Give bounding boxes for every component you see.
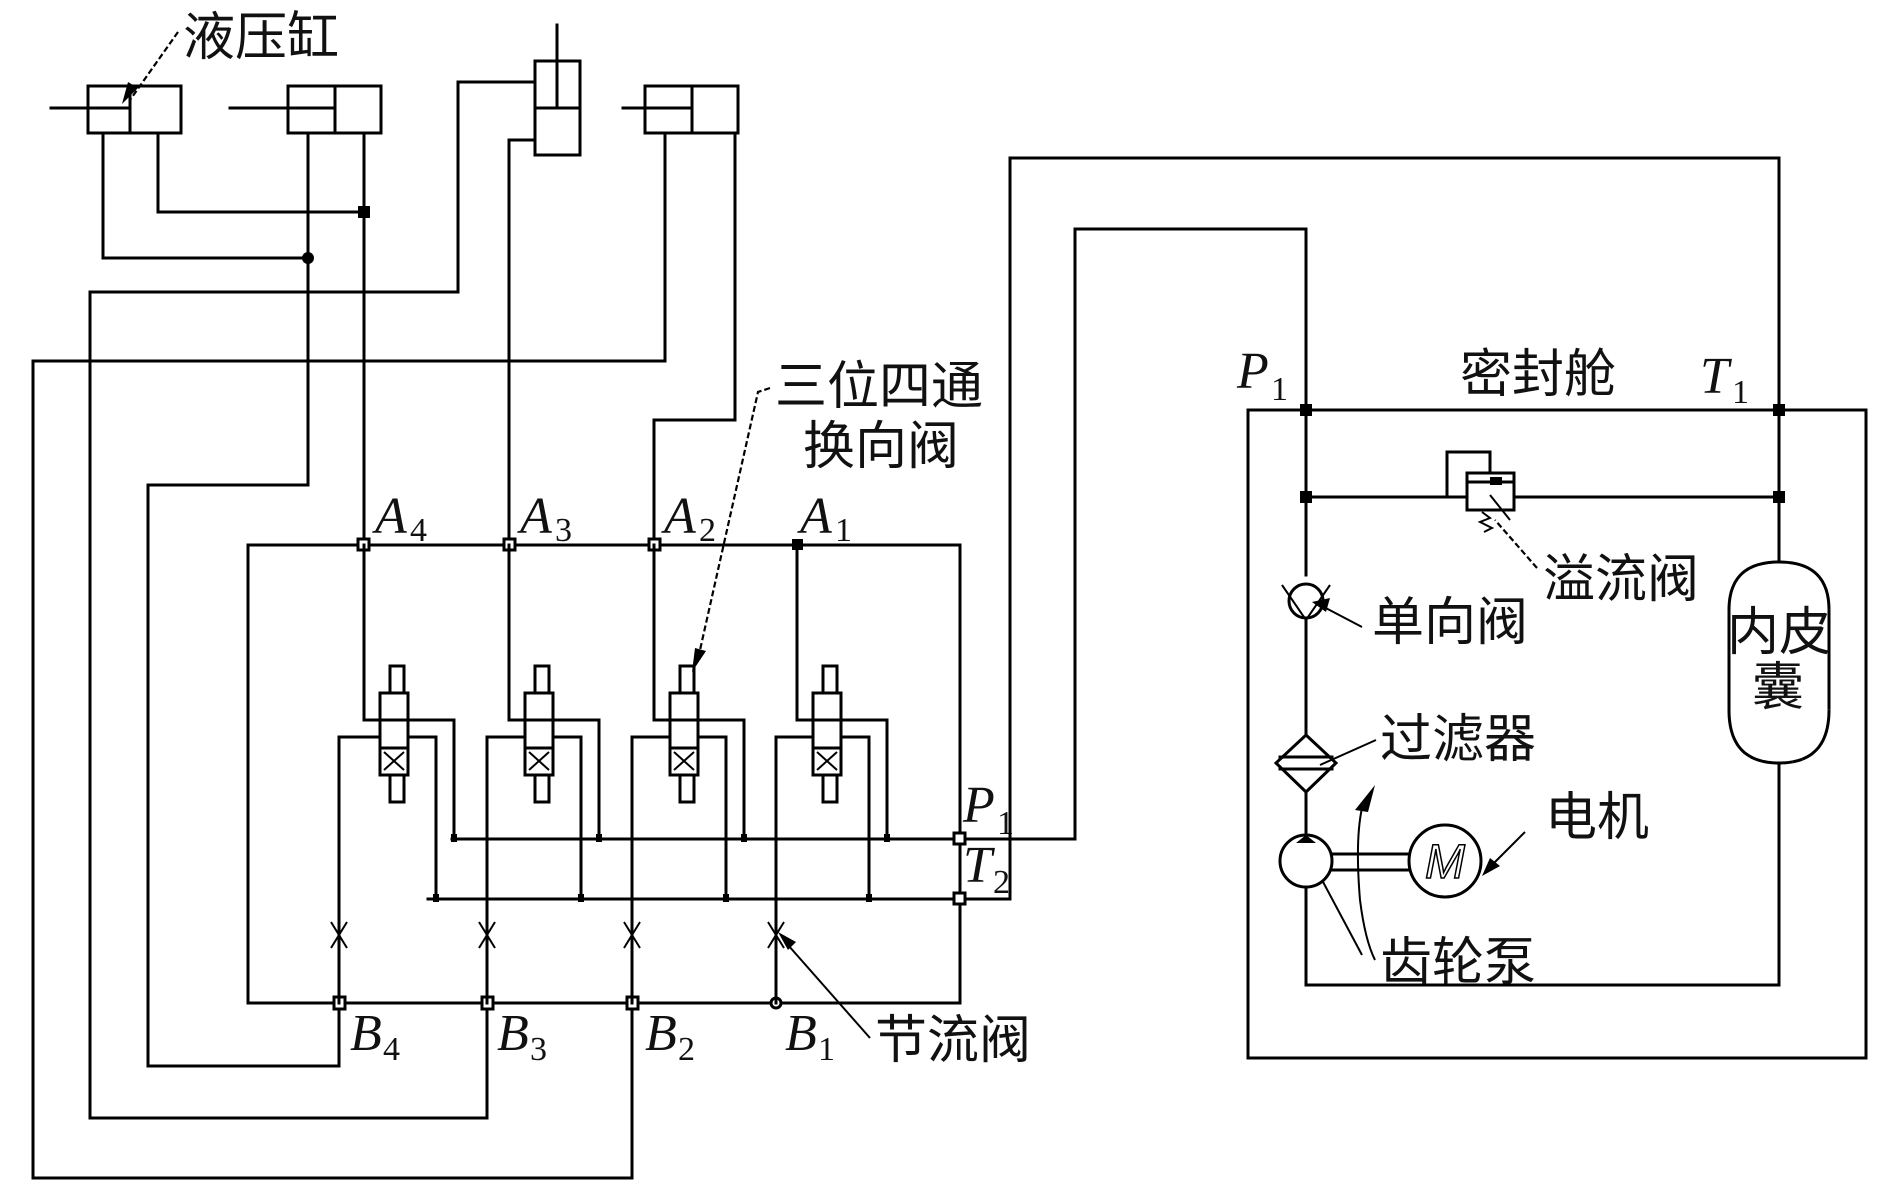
throttle-valve-2 xyxy=(623,921,641,949)
arrow-icon xyxy=(778,932,796,950)
svg-text:T: T xyxy=(1700,348,1732,405)
label-directional-valve-line1: 三位四通 xyxy=(775,357,983,417)
directional-valve-3 xyxy=(485,543,602,1005)
directional-valve-1 xyxy=(774,543,890,1005)
bladder-symbol xyxy=(1727,560,1831,765)
svg-text:A: A xyxy=(661,488,696,545)
throttle-valve-4 xyxy=(330,921,348,949)
hydraulic-cylinder-3-vertical xyxy=(533,23,582,157)
filter-symbol xyxy=(1273,732,1339,795)
throttle-valve-3 xyxy=(478,921,496,949)
svg-text:4: 4 xyxy=(383,1031,400,1068)
leader-check-valve xyxy=(1319,604,1363,628)
label-hydraulic-cylinder: 液压缸 xyxy=(183,8,339,68)
svg-text:M: M xyxy=(1425,836,1465,889)
svg-text:B: B xyxy=(645,1005,677,1062)
leader-gear-pump xyxy=(1321,879,1363,956)
hydraulic-cylinder-1 xyxy=(49,84,183,135)
svg-text:3: 3 xyxy=(555,512,572,549)
svg-text:A: A xyxy=(517,488,552,545)
leader-relief-valve xyxy=(1494,519,1538,569)
arrow-icon xyxy=(1482,858,1500,876)
sealed-cabin-frame xyxy=(1246,408,1868,1060)
svg-text:2: 2 xyxy=(699,512,716,549)
pipe-p1-to-cabin xyxy=(1073,227,1308,841)
leader-hydraulic-cylinder xyxy=(129,31,179,101)
label-filter: 过滤器 xyxy=(1380,710,1536,770)
svg-text:3: 3 xyxy=(530,1031,547,1068)
svg-text:B: B xyxy=(785,1005,817,1062)
relief-valve-symbol xyxy=(1445,450,1516,533)
hydraulic-cylinder-4 xyxy=(621,84,740,135)
arrow-icon xyxy=(692,648,706,672)
svg-text:A: A xyxy=(797,488,832,545)
arrow-icon xyxy=(122,82,138,104)
label-check-valve: 单向阀 xyxy=(1372,593,1528,653)
label-gear-pump: 齿轮泵 xyxy=(1380,933,1536,993)
pipe-t2-to-cabin xyxy=(1008,156,1781,901)
svg-text:1: 1 xyxy=(818,1031,835,1068)
svg-text:P: P xyxy=(1236,343,1269,400)
label-directional-valve-line2: 换向阀 xyxy=(803,417,959,477)
label-relief-valve: 溢流阀 xyxy=(1543,550,1699,610)
svg-text:A: A xyxy=(372,488,407,545)
svg-text:B: B xyxy=(497,1005,529,1062)
motor-symbol: M xyxy=(1407,823,1483,899)
svg-text:1: 1 xyxy=(835,512,852,549)
arrow-icon xyxy=(1312,598,1330,612)
arrow-icon xyxy=(1355,785,1375,812)
label-bladder-line1: 内皮 xyxy=(1727,603,1831,663)
leader-filter xyxy=(1319,739,1377,766)
svg-text:B: B xyxy=(350,1005,382,1062)
svg-text:1: 1 xyxy=(1271,371,1288,408)
valve-block-frame xyxy=(246,543,962,1005)
leader-directional-valve xyxy=(698,386,771,651)
throttle-valve-1 xyxy=(767,921,785,949)
directional-valve-2 xyxy=(630,543,747,1005)
gear-pump-symbol xyxy=(1278,833,1334,889)
svg-text:4: 4 xyxy=(410,512,427,549)
label-bladder-line2: 囊 xyxy=(1752,658,1804,718)
leader-throttle-valve xyxy=(787,944,871,1039)
label-sealed-cabin: 密封舱 xyxy=(1460,345,1616,405)
label-throttle-valve: 节流阀 xyxy=(875,1011,1031,1071)
svg-text:2: 2 xyxy=(993,864,1010,901)
svg-text:2: 2 xyxy=(678,1031,695,1068)
svg-text:P: P xyxy=(962,777,995,834)
hydraulic-cylinder-2 xyxy=(228,84,383,135)
svg-text:T: T xyxy=(963,837,995,894)
directional-valve-4 xyxy=(337,543,457,1005)
label-motor: 电机 xyxy=(1545,788,1649,848)
svg-text:1: 1 xyxy=(1732,374,1749,411)
